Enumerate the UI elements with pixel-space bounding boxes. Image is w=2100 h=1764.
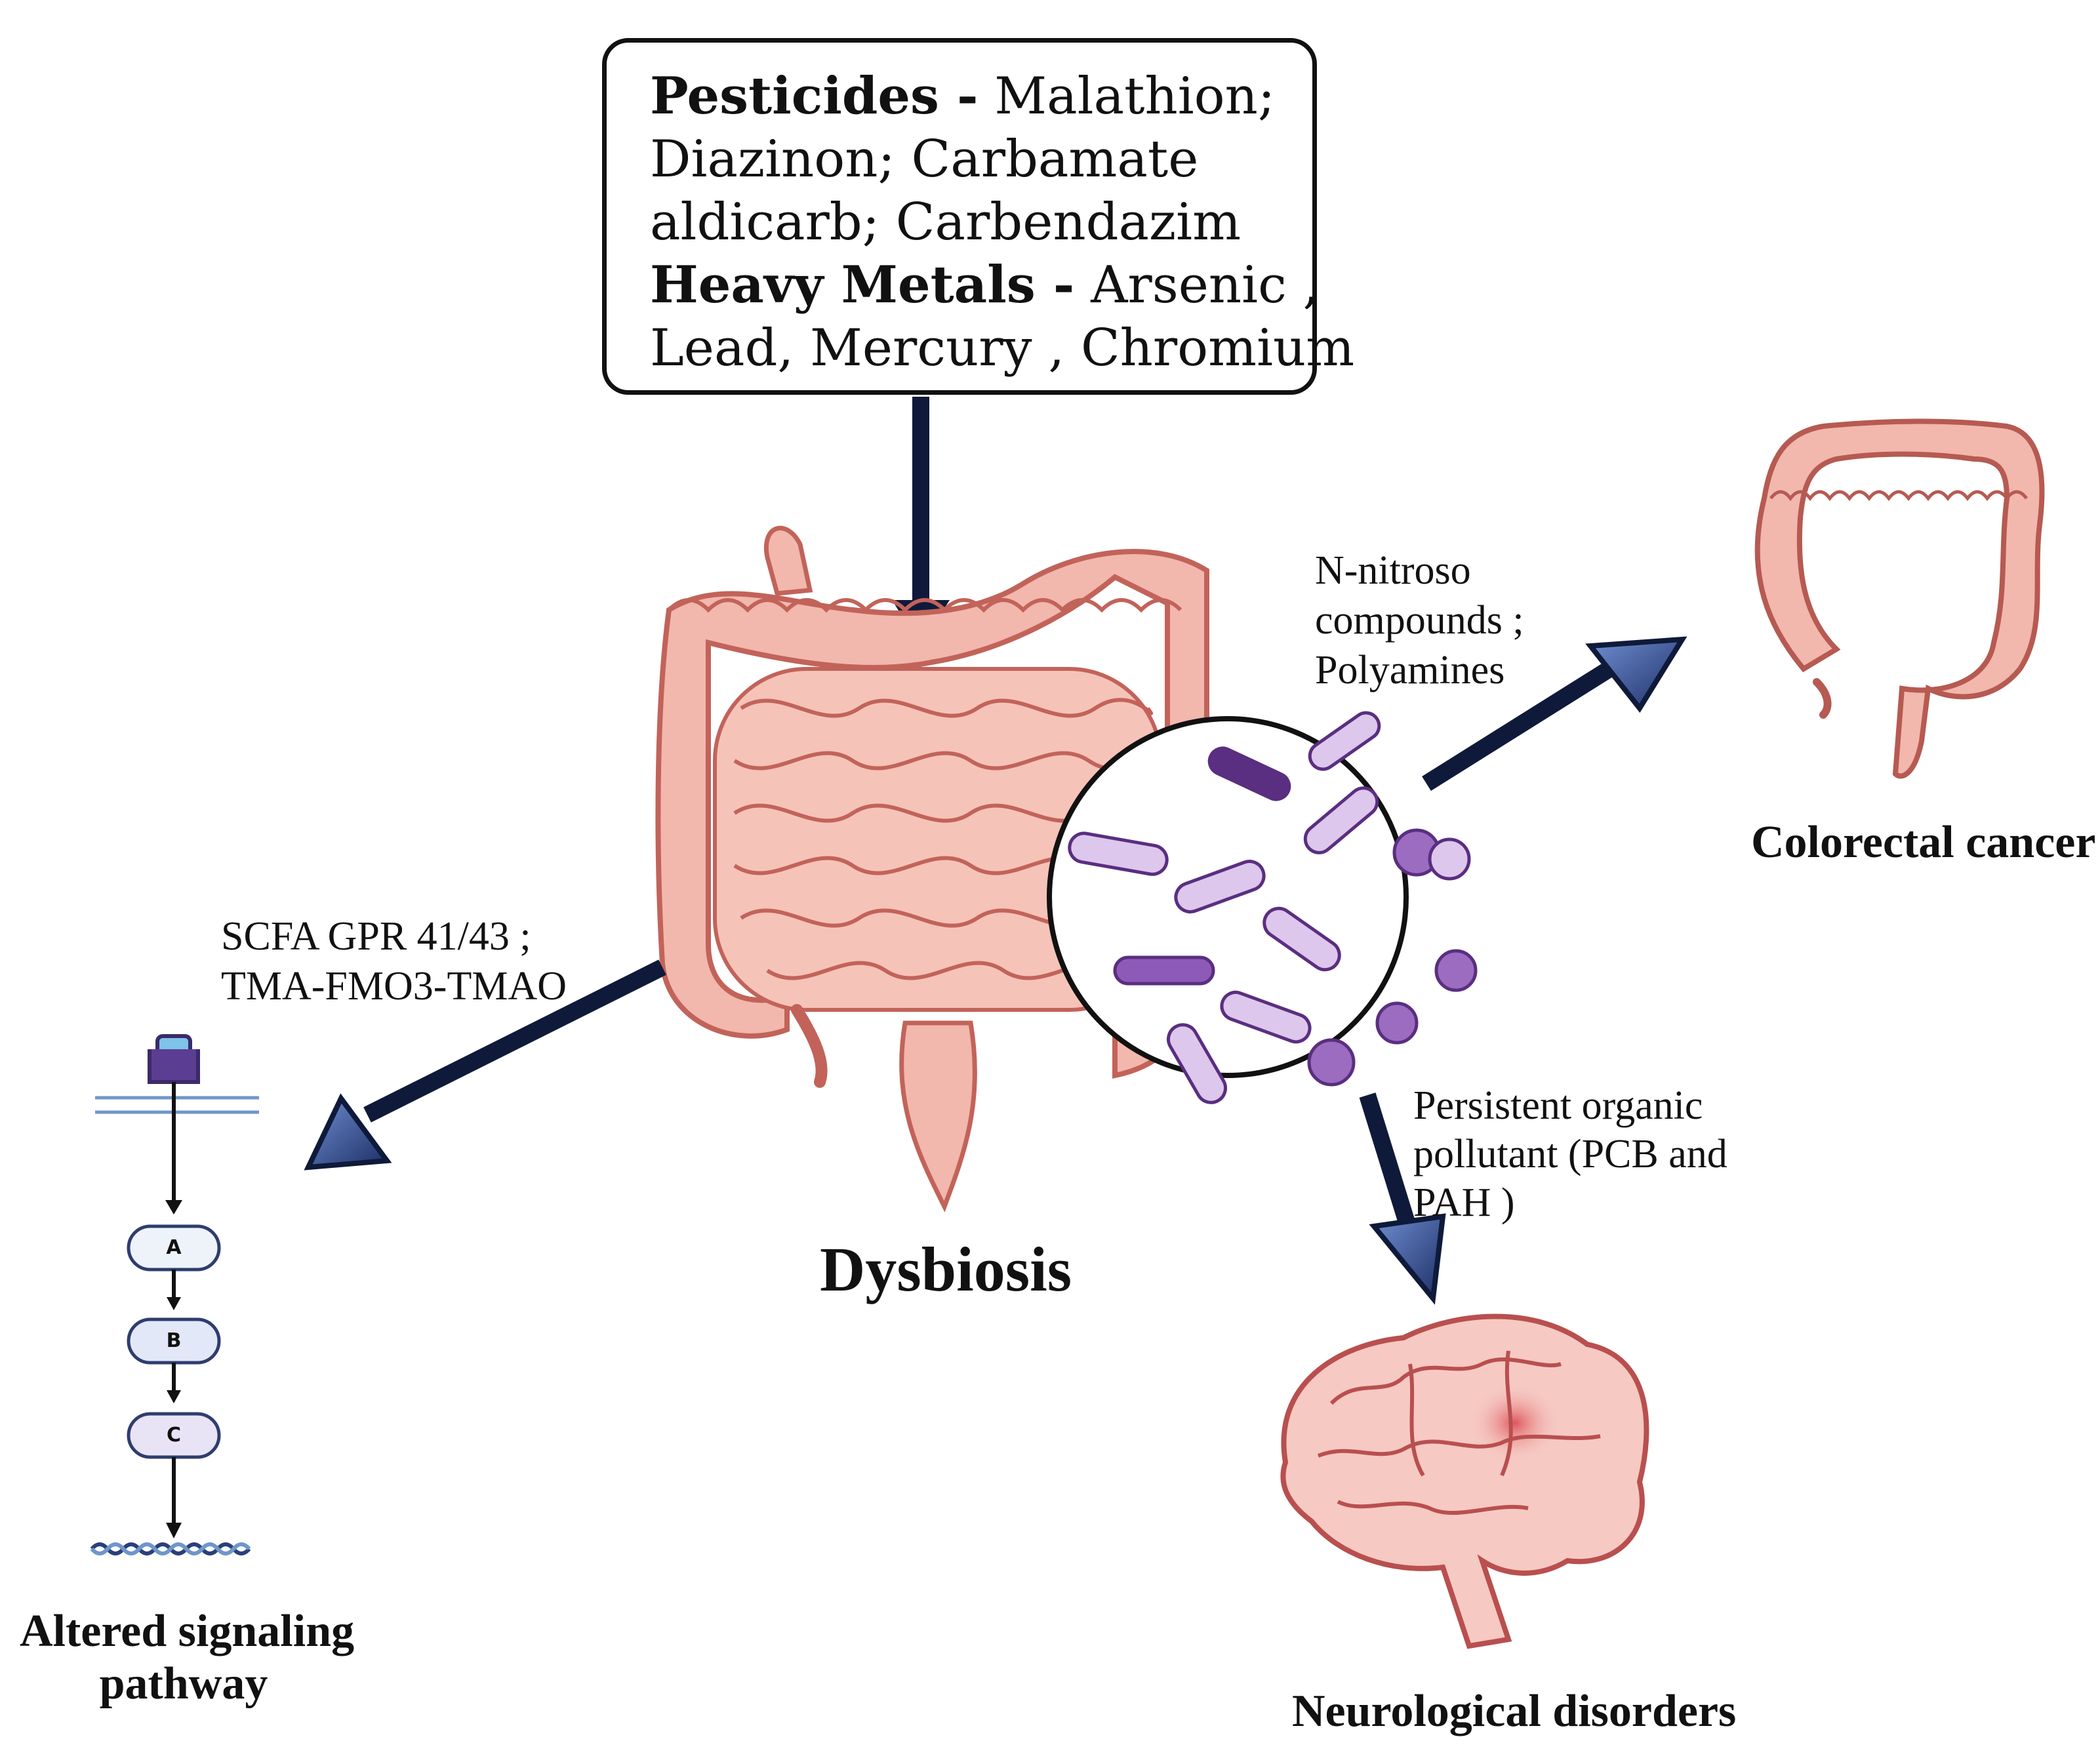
receptor-icon <box>95 1034 259 1214</box>
neuro-mediator-1: Persistent organic <box>1413 1083 1703 1128</box>
signaling-mediator-1: SCFA GPR 41/43 ; <box>221 914 531 959</box>
neuro-mediator-2: pollutant (PCB and <box>1413 1132 1727 1176</box>
signaling-outcome-2: pathway <box>99 1658 268 1709</box>
metals-line-2: Lead, Mercury , Chromium <box>650 319 1355 378</box>
pesticides-line-1: Pesticides - Malathion; <box>650 65 1276 128</box>
signaling-mediator-2: TMA-FMO3-TMAO <box>221 964 567 1009</box>
arrow-to-colorectal <box>1422 636 1687 792</box>
dna-icon <box>90 1542 251 1555</box>
colorectal-mediator-2: compounds ; <box>1315 598 1524 643</box>
colorectal-mediator-1: N-nitroso <box>1315 548 1471 593</box>
metals-heading: Heavy Metals - <box>650 255 1075 315</box>
neuro-mediator-3: PAH ) <box>1413 1180 1515 1225</box>
pesticides-text-1: Malathion; <box>994 67 1276 126</box>
colorectal-outcome: Colorectal cancer <box>1751 817 2096 868</box>
dysbiosis-title: Dysbiosis <box>820 1234 1072 1304</box>
pesticides-heading: Pesticides - <box>650 66 979 126</box>
arrow-to-signaling <box>304 959 666 1171</box>
arrow-to-neuro <box>1359 1092 1446 1305</box>
neuro-outcome: Neurological disorders <box>1292 1686 1737 1736</box>
colorectal-mediator-3: Polyamines <box>1315 648 1505 692</box>
signaling-outcome-1: Altered signaling <box>20 1606 355 1656</box>
brain-icon <box>1280 1313 1649 1649</box>
pesticides-line-3: aldicarb; Carbendazim <box>650 193 1242 252</box>
signaling-steps <box>127 1224 221 1538</box>
colon-icon <box>1754 418 2045 779</box>
metals-text-1: Arsenic , <box>1091 256 1320 315</box>
pesticides-line-2: Diazinon; Carbamate <box>650 130 1199 189</box>
metals-line-1: Heavy Metals - Arsenic , <box>650 254 1319 317</box>
bacteria-icon <box>1047 711 1478 1104</box>
step-c-label: C <box>166 1424 182 1447</box>
exposures-box: Pesticides - Malathion; Diazinon; Carbam… <box>602 38 1355 395</box>
step-a-label: A <box>166 1236 182 1259</box>
step-b-label: B <box>166 1329 182 1352</box>
